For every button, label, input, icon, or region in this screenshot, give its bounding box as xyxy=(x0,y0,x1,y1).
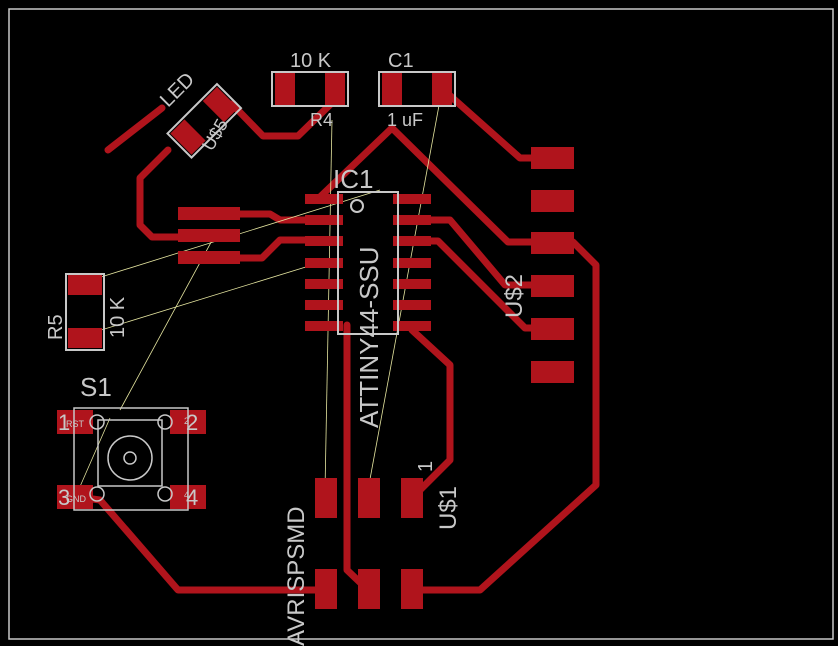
trace-res-ic-2 xyxy=(236,236,326,262)
s1-gnd-label: GND xyxy=(66,494,87,504)
array-pad-3 xyxy=(178,251,240,264)
trace-led-left-down xyxy=(136,146,182,241)
board-outline xyxy=(8,8,834,640)
s1-rst-label: RST xyxy=(66,419,85,429)
ic1-value-label: ATTINY44-SSU xyxy=(354,246,384,428)
u2-pad-1 xyxy=(531,147,574,169)
u2-pad-2 xyxy=(531,190,574,212)
c1-value-label: C1 xyxy=(388,50,414,72)
smd-pads xyxy=(57,73,574,609)
r5-pad-1 xyxy=(68,275,102,295)
u1-pad-2 xyxy=(358,478,380,518)
c1-pad-1 xyxy=(382,73,402,105)
u2-pad-3 xyxy=(531,232,574,254)
led-pad-1 xyxy=(170,119,206,155)
u1-pin1-label: 1 xyxy=(415,461,437,472)
r5-pad-2 xyxy=(68,328,102,348)
u1-pad-3 xyxy=(401,478,423,518)
u2-pad-4 xyxy=(531,275,574,297)
s1-pad-1 xyxy=(57,410,93,434)
s1-pin1-label: 1 xyxy=(58,410,70,435)
trace-led-r4 xyxy=(228,91,344,140)
led-pad-2 xyxy=(202,86,239,123)
u2-name-label: U$2 xyxy=(501,274,528,318)
array-pad-1 xyxy=(178,207,240,220)
trace-ic-bottom-right xyxy=(408,326,454,499)
u2-pad-5 xyxy=(531,318,574,340)
r5-value-label: 10 K xyxy=(107,296,129,338)
r4-name-label: R4 xyxy=(310,110,333,130)
silkscreen-outlines xyxy=(65,71,456,511)
airwires xyxy=(74,99,441,499)
u1-name-label: U$1 xyxy=(435,486,462,530)
array-pad-2 xyxy=(178,229,240,242)
s1-small2-label: 2 xyxy=(184,416,189,426)
r4-value-label: 10 K xyxy=(290,50,332,72)
u2-pad-6 xyxy=(531,361,574,383)
s1-name-label: S1 xyxy=(80,372,112,402)
c1-name-label: 1 uF xyxy=(387,110,423,130)
trace-c1-down xyxy=(316,124,396,201)
trace-res-ic-1 xyxy=(236,210,326,224)
s1-pin2-label: 2 xyxy=(186,410,198,435)
s1-pin4-label: 4 xyxy=(186,485,198,510)
avr-pad-1 xyxy=(315,569,337,609)
avr-name-label: AVRISPSMD xyxy=(283,506,310,646)
avr-pad-3 xyxy=(401,569,423,609)
r4-pad-1 xyxy=(275,73,295,105)
u1-pad-1 xyxy=(315,478,337,518)
s1-pin3-label: 3 xyxy=(58,485,70,510)
ic1-name-label: IC1 xyxy=(333,164,373,194)
avr-pad-2 xyxy=(358,569,380,609)
r4-pad-2 xyxy=(325,73,345,105)
trace-led-left xyxy=(104,104,166,154)
s1-pad-3 xyxy=(57,485,93,509)
r5-name-label: R5 xyxy=(45,314,67,340)
c1-pad-2 xyxy=(432,73,452,105)
s1-small4-label: 4 xyxy=(184,490,189,500)
silkscreen-labels: 10 K R4 C1 1 uF LED U$5 IC1 ATTINY44-SSU… xyxy=(45,50,528,646)
